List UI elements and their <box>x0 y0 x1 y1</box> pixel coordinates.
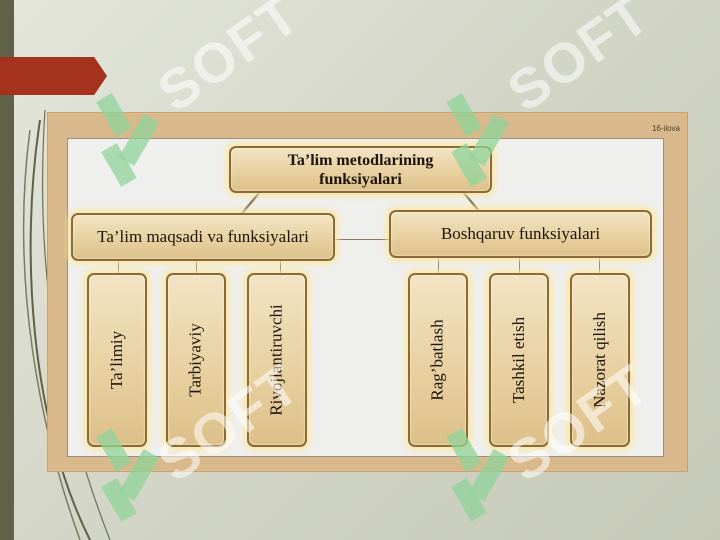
branch-node-learning-goals: Ta’lim maqsadi va funksiyalari <box>71 213 335 261</box>
leaf-node-tashkil-etish: Tashkil etish <box>489 273 549 447</box>
leaf-node-tarbiyaviy-label: Tarbiyaviy <box>186 323 205 397</box>
connector-branches <box>333 239 391 240</box>
connector-child-6 <box>599 257 600 274</box>
connector-child-5 <box>519 257 520 274</box>
connector-child-4 <box>438 257 439 274</box>
leaf-node-ragbatlash-label: Rag’batlash <box>428 319 448 401</box>
branch-node-management-label: Boshqaruv funksiyalari <box>440 224 601 243</box>
branch-node-learning-goals-label: Ta’lim maqsadi va funksiyalari <box>97 227 309 246</box>
watermark-logo-icon <box>96 93 160 187</box>
connector-child-2 <box>196 260 197 274</box>
leaf-node-tarbiyaviy: Tarbiyaviy <box>166 273 226 447</box>
branch-node-management: Boshqaruv funksiyalari <box>389 210 652 258</box>
connector-child-1 <box>118 260 119 274</box>
left-band <box>0 0 14 540</box>
leaf-node-ragbatlash: Rag’batlash <box>408 273 468 447</box>
leaf-node-talimiy: Ta’limiy <box>87 273 147 447</box>
leaf-node-tashkil-etish-label: Tashkil etish <box>509 316 529 404</box>
connector-child-3 <box>280 260 281 274</box>
leaf-node-talimiy-label: Ta’limiy <box>107 330 127 390</box>
root-node-line-2: funksiyalari <box>319 170 402 188</box>
page-note: 16-ilova <box>651 124 680 133</box>
root-node: Ta’lim metodlarining funksiyalari <box>229 146 492 193</box>
watermark-logo-icon <box>446 428 510 522</box>
watermark-logo-icon <box>96 428 160 522</box>
leaf-node-nazorat-qilish: Nazorat qilish <box>570 273 630 447</box>
title-arrow-shape <box>0 57 107 95</box>
watermark-logo-icon <box>446 93 510 187</box>
leaf-node-rivojlantiruvchi: Rivojlantiruvchi <box>247 273 307 447</box>
root-node-line-1: Ta’lim metodlarining <box>287 151 434 169</box>
